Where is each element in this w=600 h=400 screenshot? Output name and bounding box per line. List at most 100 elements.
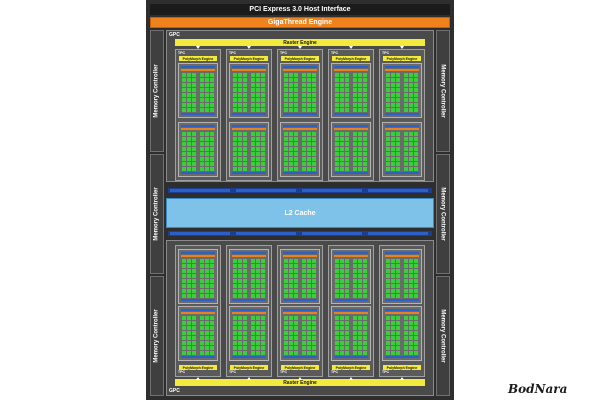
arrow-icon (196, 377, 200, 380)
cuda-core (238, 346, 242, 350)
sm-band (334, 66, 368, 68)
cuda-core (238, 259, 242, 263)
cuda-core (238, 93, 242, 97)
cuda-core (200, 162, 204, 166)
cuda-core (363, 279, 367, 283)
cuda-core (363, 274, 367, 278)
cuda-core (200, 167, 204, 171)
cuda-core (396, 167, 400, 171)
cuda-core (307, 294, 311, 298)
cuda-core (182, 316, 186, 320)
cuda-core (414, 259, 418, 263)
cuda-core (261, 351, 265, 355)
cuda-core (302, 289, 306, 293)
sm-band (232, 255, 266, 257)
cuda-core (396, 316, 400, 320)
sm (382, 63, 422, 118)
cuda-core (312, 98, 316, 102)
cuda-core (307, 83, 311, 87)
cuda-core (404, 336, 408, 340)
cuda-core (182, 351, 186, 355)
cuda-core (353, 289, 357, 293)
watermark: BodNara (508, 382, 568, 396)
cuda-core (335, 336, 339, 340)
cuda-core (386, 289, 390, 293)
cuda-core (409, 108, 413, 112)
cuda-core (256, 78, 260, 82)
cuda-core (289, 289, 293, 293)
cuda-core (396, 331, 400, 335)
cuda-core (307, 341, 311, 345)
cuda-core (251, 321, 255, 325)
sm (280, 306, 320, 361)
sm-band (232, 356, 266, 358)
cuda-core (187, 147, 191, 151)
cuda-core (210, 346, 214, 350)
cuda-core (187, 289, 191, 293)
polymorph-engine: PolyMorph Engine (332, 365, 370, 370)
cuda-core (404, 108, 408, 112)
cuda-core (238, 264, 242, 268)
cuda-core (205, 108, 209, 112)
cuda-core (302, 83, 306, 87)
cuda-core (312, 289, 316, 293)
cuda-core (294, 103, 298, 107)
cuda-core (307, 321, 311, 325)
cuda-core (391, 294, 395, 298)
cuda-core (261, 88, 265, 92)
cuda-core (289, 93, 293, 97)
cuda-core (294, 294, 298, 298)
cuda-core (340, 346, 344, 350)
cuda-core (261, 73, 265, 77)
cuda-core (284, 78, 288, 82)
polymorph-engine: PolyMorph Engine (281, 56, 319, 61)
cuda-core (396, 289, 400, 293)
cuda-core (340, 152, 344, 156)
cuda-core (187, 264, 191, 268)
cuda-core (243, 98, 247, 102)
cuda-core (414, 142, 418, 146)
cuda-core (200, 103, 204, 107)
cuda-core (358, 269, 362, 273)
cuda-core (358, 137, 362, 141)
cuda-core (261, 336, 265, 340)
cuda-core (391, 284, 395, 288)
cuda-core (353, 284, 357, 288)
cuda-core (386, 137, 390, 141)
cuda-core (386, 316, 390, 320)
arrow-icon (349, 377, 353, 380)
cuda-core (358, 73, 362, 77)
tpc-label: TPC (178, 51, 185, 55)
cuda-core (187, 269, 191, 273)
cuda-core (251, 264, 255, 268)
cuda-core (294, 98, 298, 102)
cuda-core (251, 103, 255, 107)
cuda-core (233, 137, 237, 141)
cuda-core (391, 336, 395, 340)
cuda-core (210, 284, 214, 288)
cuda-core (261, 346, 265, 350)
gpc-label: GPC (169, 388, 180, 394)
cuda-core (414, 167, 418, 171)
cuda-core (251, 137, 255, 141)
cuda-core (187, 346, 191, 350)
cuda-core (233, 264, 237, 268)
cuda-core (386, 269, 390, 273)
cuda-core (409, 142, 413, 146)
cuda-core (353, 108, 357, 112)
cuda-core (409, 93, 413, 97)
cuda-core (238, 269, 242, 273)
cuda-core (302, 152, 306, 156)
sm-band (232, 128, 266, 130)
cuda-core (409, 259, 413, 263)
cuda-core (182, 147, 186, 151)
cuda-core (205, 142, 209, 146)
cuda-core (358, 346, 362, 350)
cuda-core (302, 93, 306, 97)
cuda-core (340, 167, 344, 171)
cuda-core (200, 316, 204, 320)
cuda-core (340, 88, 344, 92)
cuda-core (312, 167, 316, 171)
memory-controller-right-2: Memory Controller (436, 154, 450, 274)
